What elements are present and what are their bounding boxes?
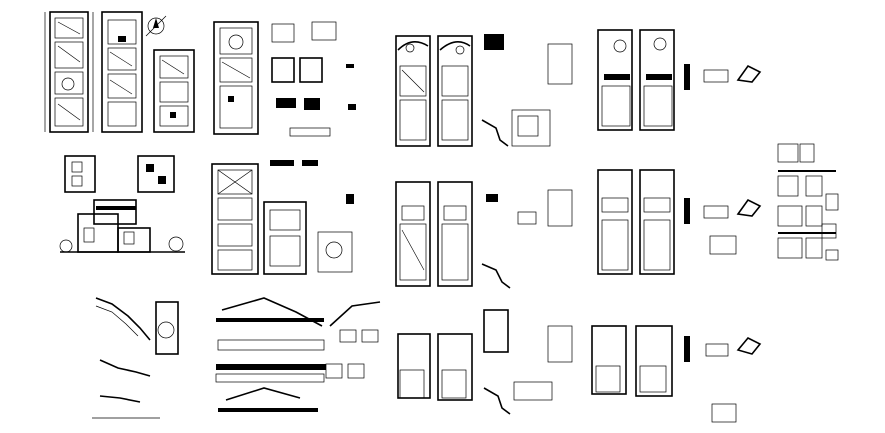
group-4-plan-sets	[395, 34, 573, 415]
group-6-details	[777, 143, 839, 261]
detail-grid	[777, 143, 839, 261]
plan-pair-d	[597, 29, 675, 131]
north-arrow-icon	[145, 15, 167, 37]
stair-section	[92, 297, 179, 419]
plan-pair-e	[597, 169, 737, 275]
plan-pair-c	[397, 309, 573, 401]
group-2-plans-details	[211, 21, 356, 275]
section-house	[59, 199, 185, 253]
plan-pair-a	[395, 34, 573, 147]
wall-section-short	[325, 301, 381, 379]
elevation-front	[64, 155, 175, 193]
plan-column-1	[213, 21, 259, 135]
floor-plan-mid	[101, 11, 143, 133]
detail-cluster	[270, 21, 356, 273]
floor-plan-tall	[44, 11, 94, 133]
plan-column-2	[211, 163, 307, 275]
group-3-wall-sections	[92, 297, 381, 419]
plan-pair-f	[591, 325, 737, 423]
ornament-detail	[684, 64, 762, 362]
plan-pair-b	[395, 181, 573, 287]
group-5-plan-sets	[591, 29, 762, 423]
floor-plan-small	[153, 49, 195, 133]
wall-section-long	[215, 297, 326, 412]
group-1-plans-elevations	[44, 11, 195, 253]
stair-detail	[481, 119, 511, 415]
